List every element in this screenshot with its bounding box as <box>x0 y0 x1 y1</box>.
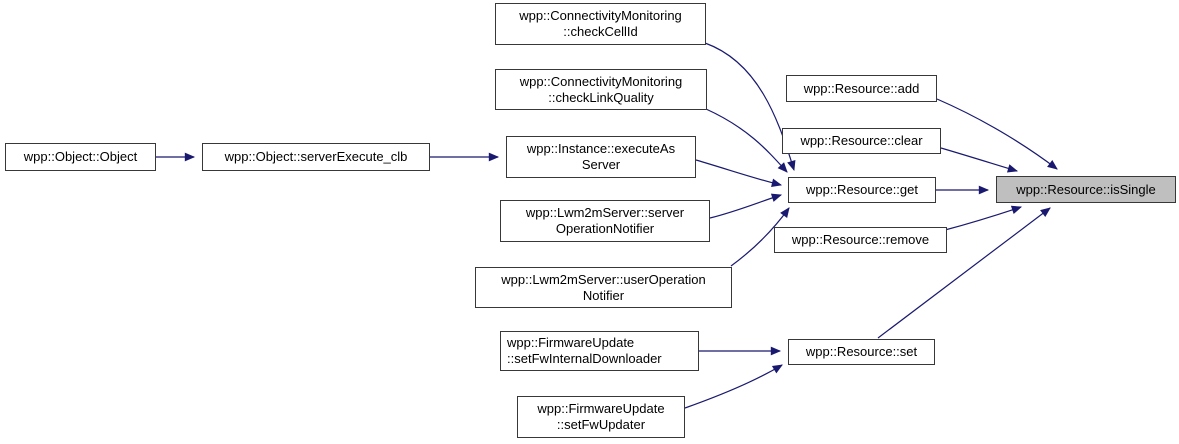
edge-checklinkquality-to-get <box>705 108 788 173</box>
edge-remove-to-issingle <box>944 205 1023 231</box>
node-wpp-resource-clear[interactable]: wpp::Resource::clear <box>782 128 941 154</box>
edge-add-to-issingle <box>936 98 1058 170</box>
node-wpp-object-serverexecute-clb[interactable]: wpp::Object::serverExecute_clb <box>202 143 430 171</box>
node-wpp-resource-get[interactable]: wpp::Resource::get <box>788 177 936 203</box>
edge-executeasserver-to-get <box>695 159 783 188</box>
node-wpp-connectivitymonitoring-checklinkquality[interactable]: wpp::ConnectivityMonitoring ::checkLinkQ… <box>495 69 707 110</box>
node-wpp-firmwareupdate-setfwinternaldownloader[interactable]: wpp::FirmwareUpdate ::setFwInternalDownl… <box>500 331 699 371</box>
node-wpp-resource-issingle: wpp::Resource::isSingle <box>996 176 1176 203</box>
node-wpp-lwm2mserver-useroperationnotifier[interactable]: wpp::Lwm2mServer::userOperation Notifier <box>475 267 732 308</box>
edge-setfwupdater-to-set <box>684 364 783 409</box>
node-wpp-lwm2mserver-serveroperationnotifier[interactable]: wpp::Lwm2mServer::server OperationNotifi… <box>500 200 710 242</box>
edge-clear-to-issingle <box>940 147 1019 173</box>
node-wpp-firmwareupdate-setfwupdater[interactable]: wpp::FirmwareUpdate ::setFwUpdater <box>517 396 685 438</box>
node-wpp-object-object[interactable]: wpp::Object::Object <box>5 143 156 171</box>
node-wpp-instance-executeasserver[interactable]: wpp::Instance::executeAs Server <box>506 136 696 178</box>
node-wpp-resource-set[interactable]: wpp::Resource::set <box>788 339 935 365</box>
edge-checkcellid-to-get <box>704 42 796 172</box>
node-wpp-resource-add[interactable]: wpp::Resource::add <box>786 75 937 102</box>
node-wpp-resource-remove[interactable]: wpp::Resource::remove <box>774 227 947 253</box>
node-wpp-connectivitymonitoring-checkcellid[interactable]: wpp::ConnectivityMonitoring ::checkCellI… <box>495 3 706 45</box>
edge-serveroperationnotifier-to-get <box>709 193 783 219</box>
